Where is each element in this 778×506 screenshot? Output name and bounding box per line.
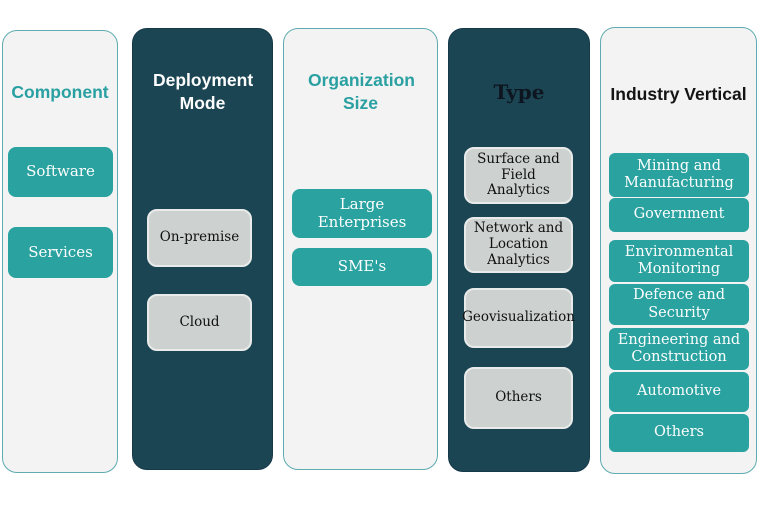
item-large-enterprises: Large Enterprises: [292, 189, 432, 238]
item-industry-others: Others: [609, 414, 749, 452]
item-services: Services: [8, 227, 113, 278]
item-cloud: Cloud: [147, 294, 252, 351]
item-automotive: Automotive: [609, 372, 749, 412]
item-environmental-monitoring: Environmental Monitoring: [609, 240, 749, 282]
item-engineering-construction: Engineering and Construction: [609, 328, 749, 370]
item-mining-manufacturing: Mining and Manufacturing: [609, 153, 749, 197]
item-software: Software: [8, 147, 113, 197]
item-network-location-analytics: Network and Location Analytics: [464, 217, 573, 273]
column-industry-vertical-title: Industry Vertical: [610, 84, 747, 104]
column-organization-size: Organization Size Large Enterprises SME'…: [283, 28, 438, 470]
item-surface-field-analytics: Surface and Field Analytics: [464, 147, 573, 204]
column-deployment-mode: Deployment Mode On-premise Cloud: [132, 28, 273, 470]
column-component-title: Component: [11, 82, 109, 102]
column-type: Type Surface and Field Analytics Network…: [448, 28, 590, 472]
item-government: Government: [609, 198, 749, 232]
column-component: Component Software Services: [2, 30, 118, 473]
column-organization-size-title: Organization Size: [308, 70, 415, 113]
item-on-premise: On-premise: [147, 209, 252, 267]
item-smes: SME's: [292, 248, 432, 286]
item-type-others: Others: [464, 367, 573, 429]
column-deployment-mode-title: Deployment Mode: [153, 70, 254, 113]
item-geovisualization: Geovisualization: [462, 288, 575, 348]
item-defence-security: Defence and Security: [609, 284, 749, 325]
column-type-title: Type: [493, 80, 545, 104]
column-industry-vertical: Industry Vertical Mining and Manufacturi…: [600, 27, 757, 474]
